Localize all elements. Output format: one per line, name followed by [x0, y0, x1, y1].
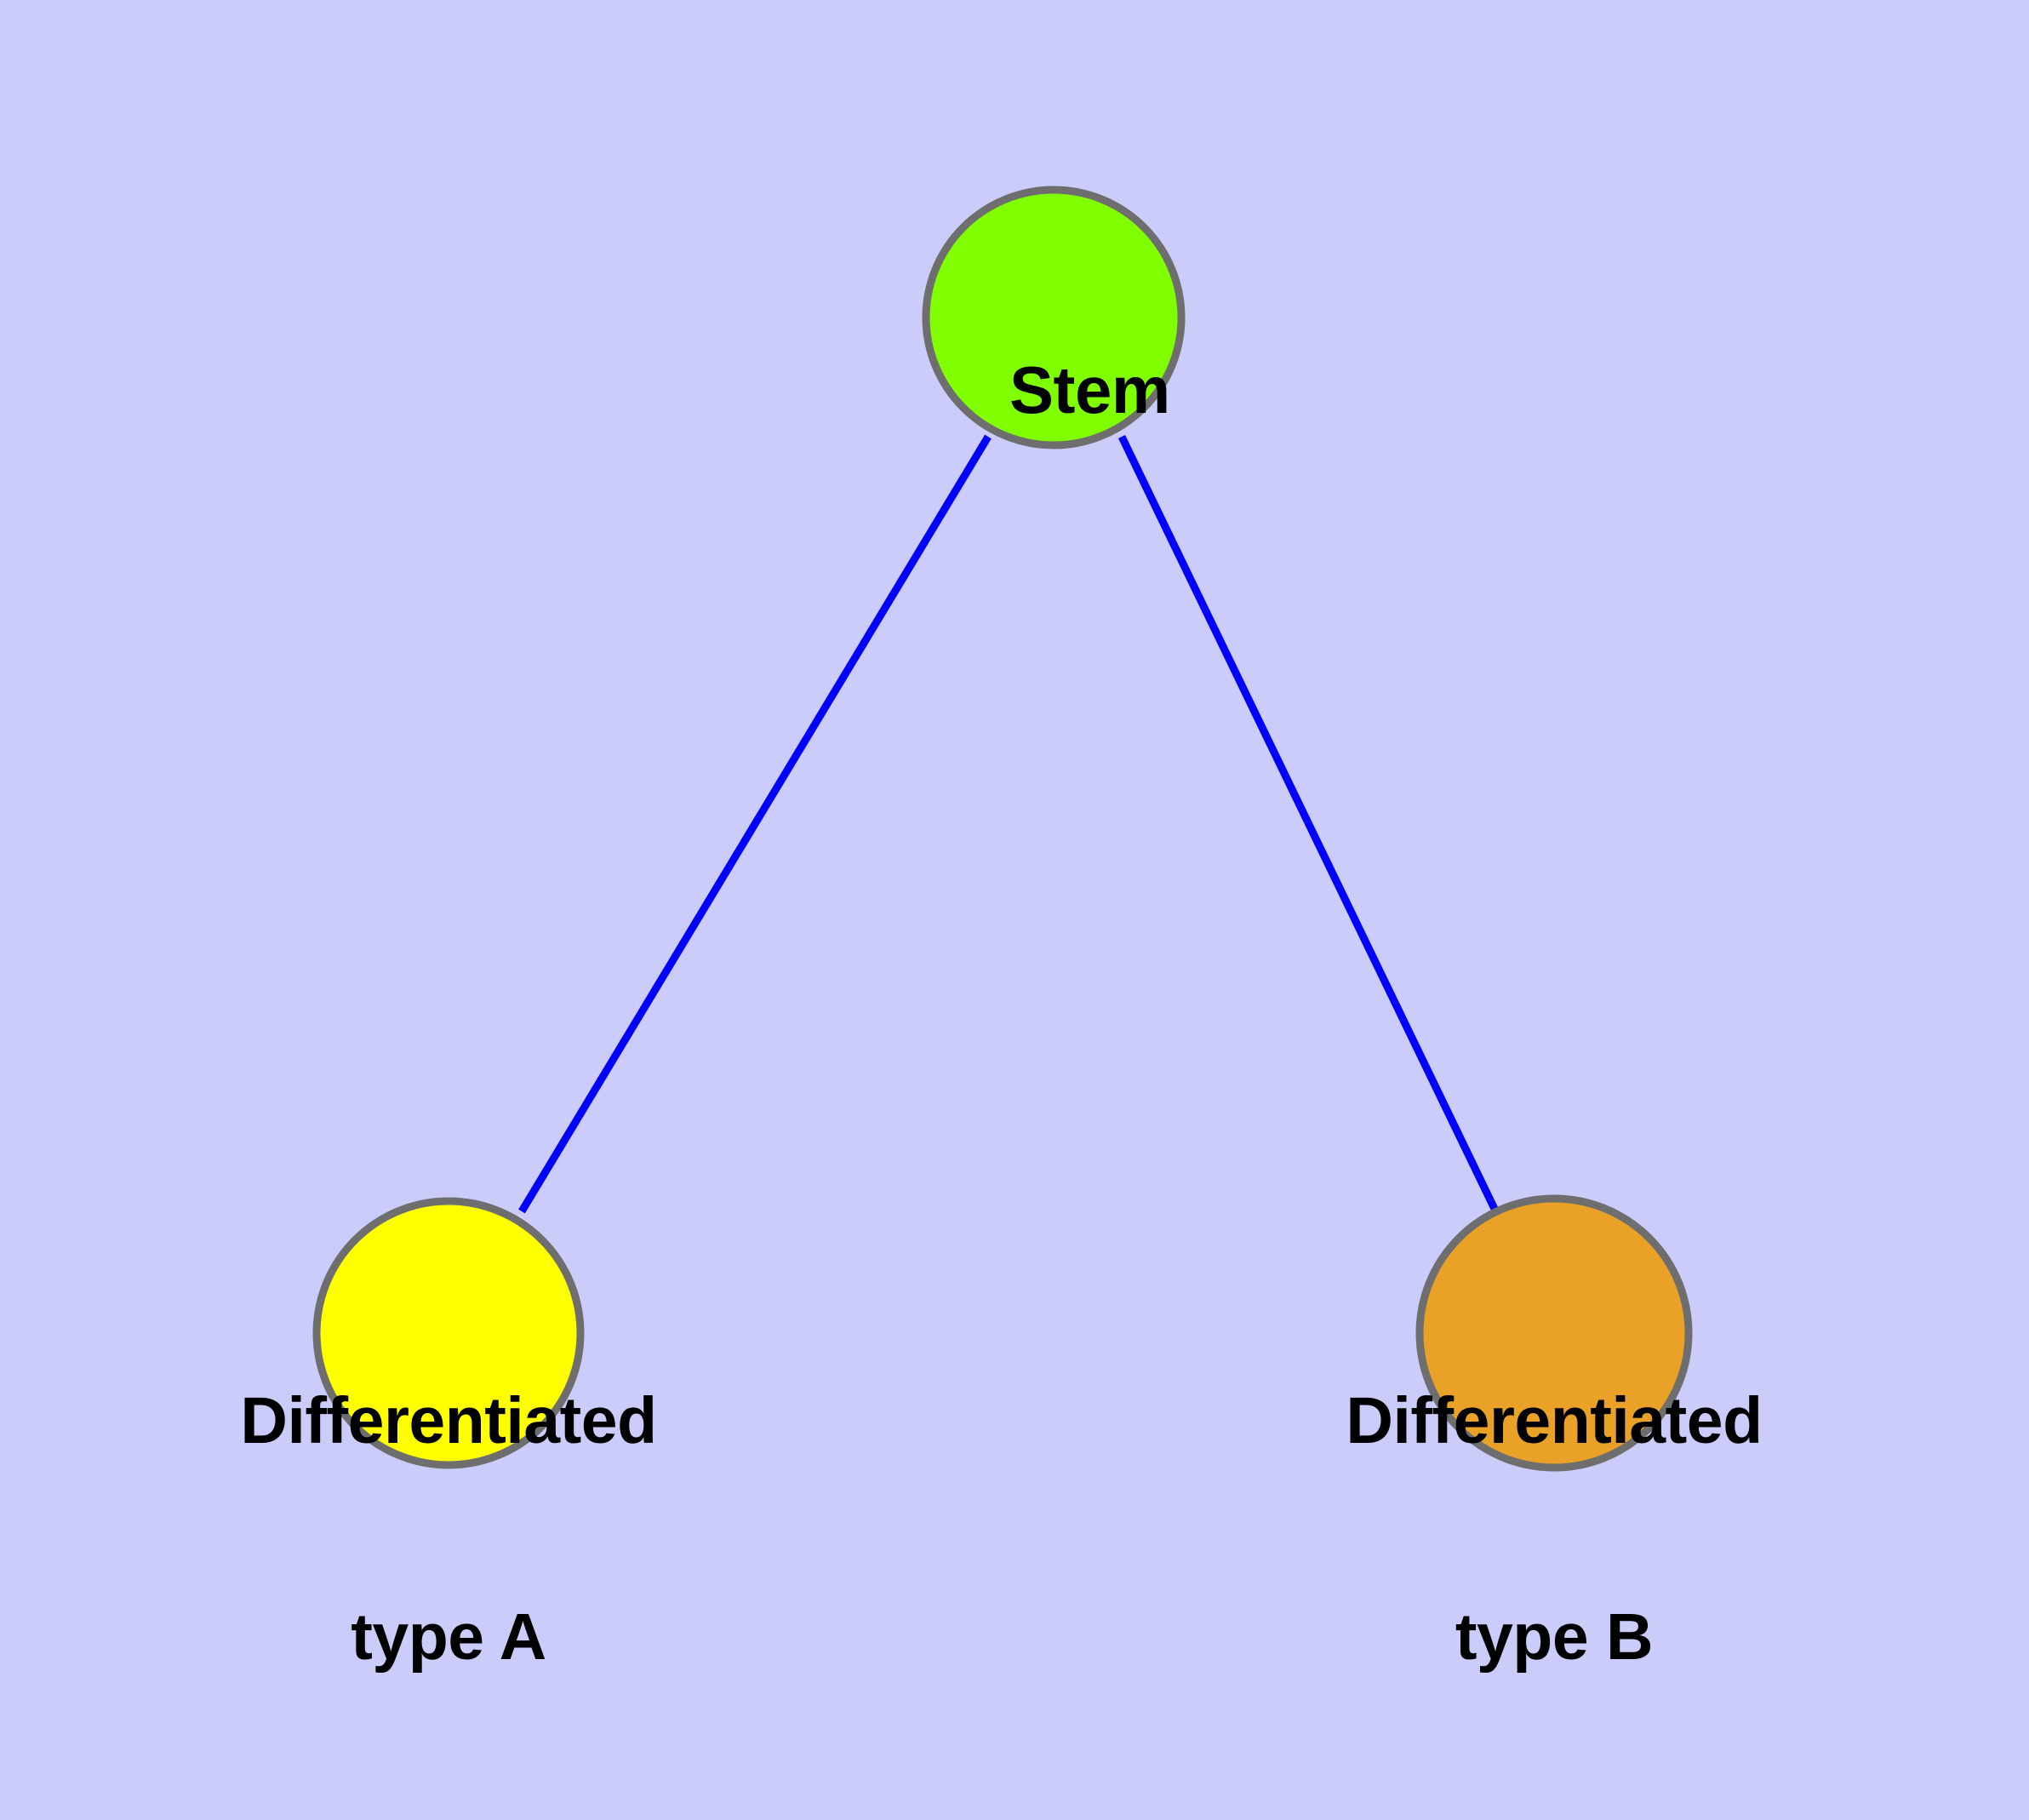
node-stem-circle[interactable] [922, 186, 1186, 449]
node-differentiated-type-a-circle[interactable] [312, 1197, 585, 1469]
node-differentiated-type-b-circle[interactable] [1415, 1194, 1693, 1472]
node-group [312, 186, 1693, 1472]
edge-group [518, 434, 1499, 1214]
edge-stem-to-differentiated-type-a[interactable] [518, 434, 992, 1214]
edge-stem-to-differentiated-type-b[interactable] [1117, 435, 1499, 1210]
